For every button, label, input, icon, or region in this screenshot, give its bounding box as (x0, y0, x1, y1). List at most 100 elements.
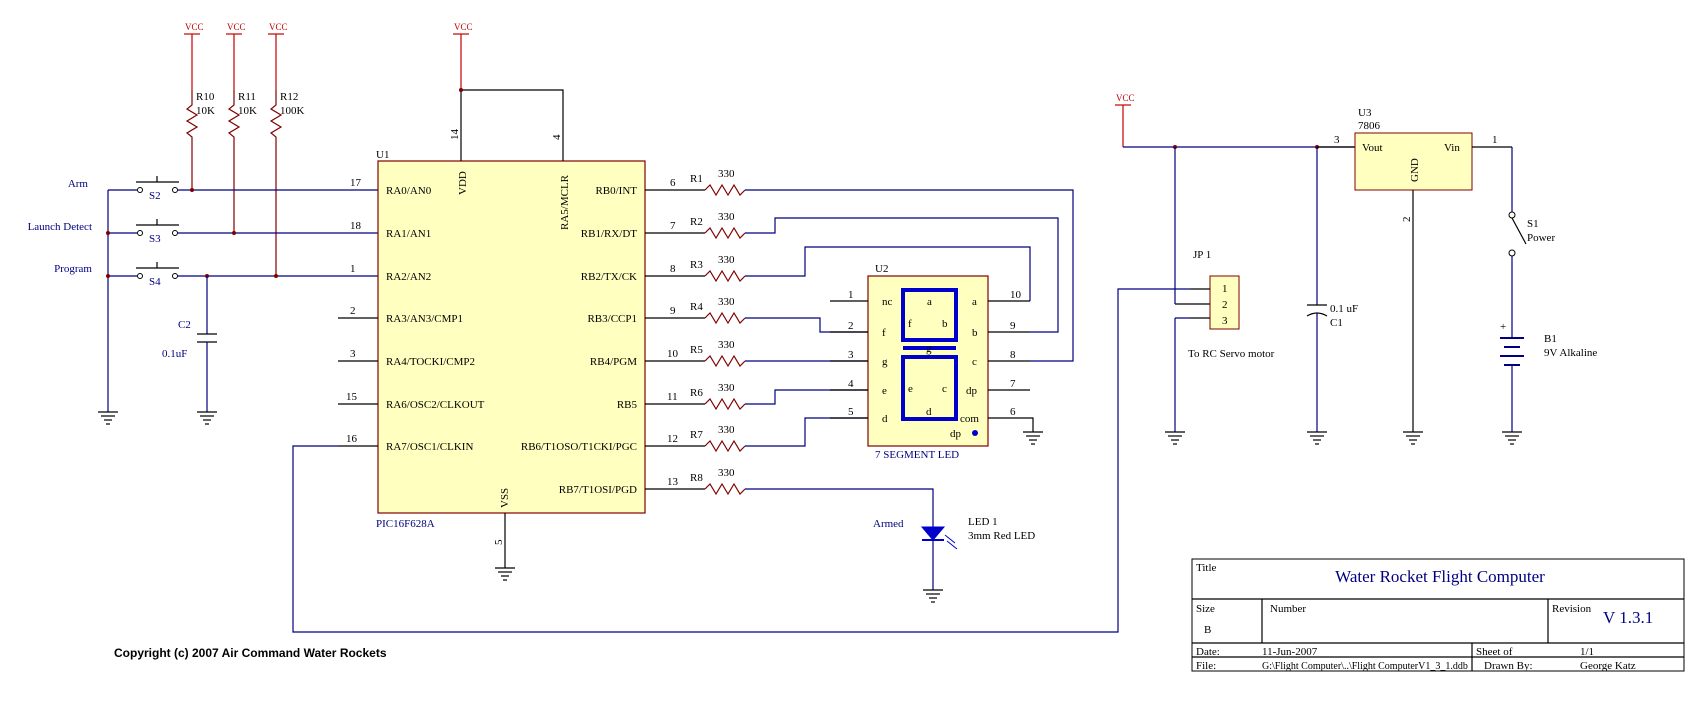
u1-pin-ra2: 1 RA2/AN2 (350, 263, 431, 283)
switch-s1: S1 Power (1508, 147, 1555, 338)
svg-text:330: 330 (718, 424, 735, 436)
svg-text:9V Alkaline: 9V Alkaline (1544, 347, 1597, 359)
svg-text:R8: R8 (690, 472, 703, 484)
vcc-u1: VCC (453, 22, 473, 90)
svg-text:4: 4 (551, 134, 563, 140)
svg-text:9: 9 (1010, 320, 1016, 332)
svg-text:S4: S4 (149, 276, 161, 288)
svg-text:Armed: Armed (873, 518, 904, 530)
svg-text:U1: U1 (376, 149, 389, 161)
svg-text:1: 1 (350, 263, 356, 275)
svg-text:330: 330 (718, 296, 735, 308)
u1-pin-ra3: 2 RA3/AN3/CMP1 (338, 305, 463, 325)
svg-text:R4: R4 (690, 301, 703, 313)
u1-pin-rb0: 6 RB0/INT (595, 177, 676, 197)
vcc-regulator: VCC (1115, 93, 1135, 147)
svg-text:Sheet of: Sheet of (1476, 646, 1513, 658)
resistor-r8: R8 330 (645, 467, 934, 527)
svg-text:RA7/OSC1/CLKIN: RA7/OSC1/CLKIN (386, 441, 473, 453)
svg-text:R1: R1 (690, 173, 703, 185)
u1-pin-ra6: 15 RA6/OSC2/CLKOUT (338, 391, 485, 411)
svg-text:dp: dp (950, 428, 962, 440)
svg-text:2: 2 (350, 305, 356, 317)
svg-text:Drawn By:: Drawn By: (1484, 660, 1533, 672)
display-u2: U2 7 SEGMENT LED a b f g c e d dp 1 nc 2… (830, 263, 1043, 461)
svg-text:f: f (882, 327, 886, 339)
svg-text:C2: C2 (178, 319, 191, 331)
svg-text:George Katz: George Katz (1580, 660, 1636, 672)
svg-text:0.1 uF: 0.1 uF (1330, 303, 1358, 315)
capacitor-c1: 0.1 uF C1 (1306, 147, 1358, 445)
svg-text:15: 15 (346, 391, 358, 403)
servo-signal-trace (292, 288, 1190, 633)
resistor-r12: R12 100K (269, 90, 305, 276)
switch-ground-rail (98, 190, 118, 425)
svg-text:com: com (960, 413, 979, 425)
svg-text:14: 14 (449, 129, 461, 141)
svg-text:Title: Title (1196, 562, 1217, 574)
svg-text:1: 1 (848, 289, 854, 301)
ic-u1: U1 PIC16F628A 14 VDD 4 RA5/MCLR 5 VSS 17… (338, 88, 679, 581)
resistor-r1: R1 330 (645, 168, 1074, 362)
svg-text:Power: Power (1527, 232, 1555, 244)
u1-pin-ra1: 18 RA1/AN1 (350, 220, 431, 240)
svg-text:11: 11 (667, 391, 678, 403)
vcc-r10: VCC (184, 22, 204, 90)
copyright: Copyright (c) 2007 Air Command Water Roc… (114, 646, 387, 660)
svg-text:Launch Detect: Launch Detect (28, 221, 92, 233)
svg-text:1: 1 (1222, 283, 1228, 295)
u1-pin-ra4: 3 RA4/TOCKI/CMP2 (338, 348, 475, 368)
svg-text:330: 330 (718, 211, 735, 223)
svg-text:c: c (972, 356, 977, 368)
u1-pin-rb1: 7 RB1/RX/DT (581, 220, 676, 240)
resistor-r11: R11 10K (227, 90, 257, 233)
svg-text:a: a (972, 296, 977, 308)
svg-text:10: 10 (1010, 289, 1022, 301)
svg-text:Water Rocket Flight Computer: Water Rocket Flight Computer (1335, 567, 1545, 586)
vcc-r11: VCC (226, 22, 246, 90)
resistor-r3: R3 330 (645, 246, 1031, 301)
led-led1: Armed LED 1 3mm Red LED (873, 516, 1035, 603)
svg-text:13: 13 (667, 476, 679, 488)
svg-text:Size: Size (1196, 603, 1215, 615)
svg-text:RB7/T1OSI/PGD: RB7/T1OSI/PGD (559, 484, 637, 496)
svg-text:VCC: VCC (454, 22, 473, 32)
svg-text:VCC: VCC (269, 22, 288, 32)
svg-text:e: e (908, 383, 913, 395)
svg-text:VCC: VCC (185, 22, 204, 32)
svg-text:RA5/MCLR: RA5/MCLR (559, 174, 571, 230)
svg-text:g: g (882, 356, 888, 368)
u1-pin-rb2: 8 RB2/TX/CK (581, 263, 676, 283)
svg-text:330: 330 (718, 254, 735, 266)
svg-text:Program: Program (54, 263, 92, 275)
svg-text:S1: S1 (1527, 218, 1539, 230)
resistor-r10: R10 10K (185, 90, 215, 190)
svg-text:R7: R7 (690, 429, 703, 441)
svg-text:G:\Flight Computer\..\Flight C: G:\Flight Computer\..\Flight ComputerV1_… (1262, 661, 1468, 672)
svg-text:R3: R3 (690, 259, 703, 271)
svg-text:1/1: 1/1 (1580, 646, 1594, 658)
svg-text:V 1.3.1: V 1.3.1 (1603, 608, 1653, 627)
svg-text:RB1/RX/DT: RB1/RX/DT (581, 228, 638, 240)
svg-text:10K: 10K (238, 105, 257, 117)
resistor-r7: R7 330 (645, 417, 868, 453)
svg-text:B1: B1 (1544, 333, 1557, 345)
svg-text:2: 2 (1222, 299, 1228, 311)
svg-text:b: b (972, 327, 978, 339)
u1-pin-rb4: 10 RB4/PGM (590, 348, 679, 368)
svg-text:3: 3 (1334, 134, 1340, 146)
svg-text:7: 7 (1010, 378, 1016, 390)
svg-text:R5: R5 (690, 344, 703, 356)
switch-s2: Arm S2 (68, 176, 378, 202)
svg-text:PIC16F628A: PIC16F628A (376, 518, 435, 530)
svg-text:GND: GND (1409, 158, 1421, 182)
title-block: Title Water Rocket Flight Computer Size … (1191, 558, 1685, 672)
servo-power-trace (1174, 147, 1190, 432)
svg-text:RB6/T1OSO/T1CKI/PGC: RB6/T1OSO/T1CKI/PGC (521, 441, 637, 453)
svg-text:3: 3 (848, 349, 854, 361)
svg-text:3mm Red LED: 3mm Red LED (968, 530, 1035, 542)
svg-text:RA0/AN0: RA0/AN0 (386, 185, 432, 197)
resistor-r5: R5 330 (645, 339, 868, 368)
svg-text:nc: nc (882, 296, 893, 308)
svg-text:100K: 100K (280, 105, 305, 117)
